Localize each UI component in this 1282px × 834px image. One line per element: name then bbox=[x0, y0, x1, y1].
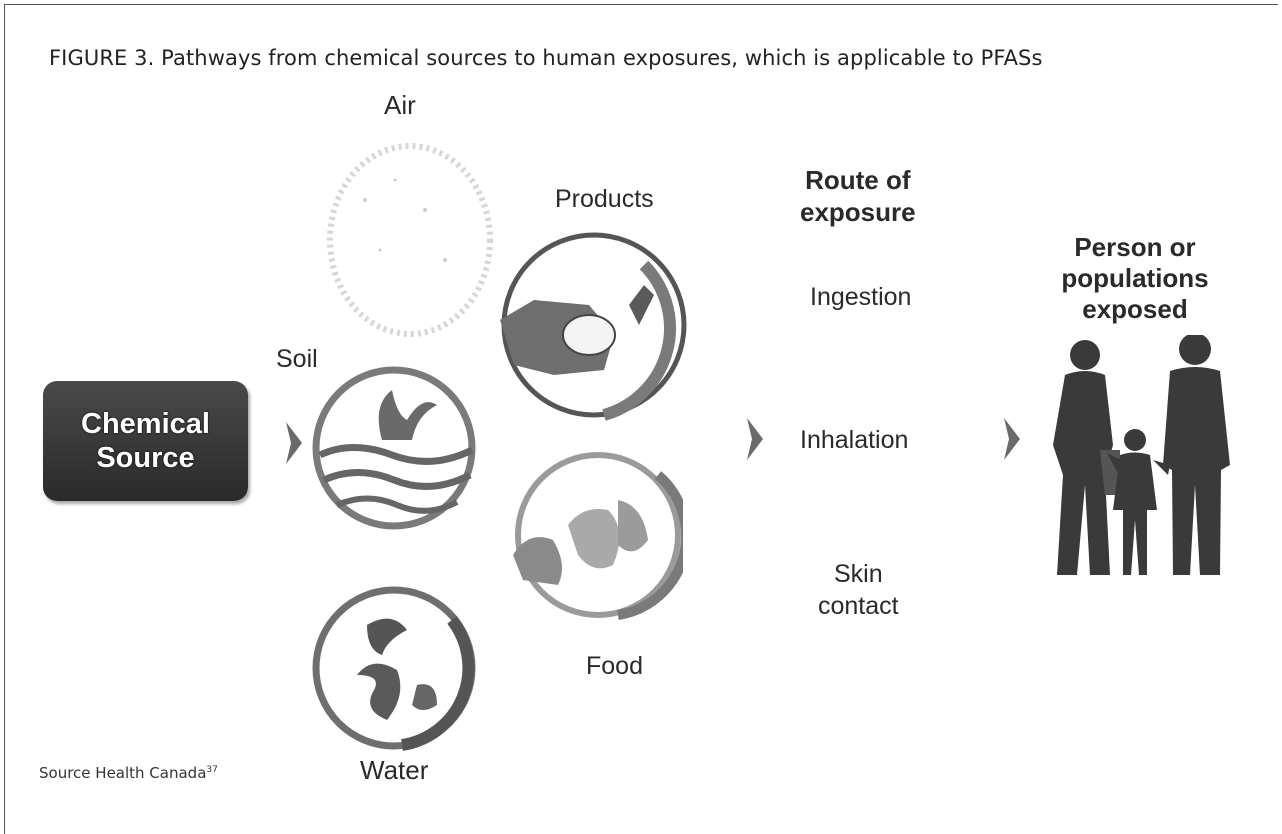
media-label-soil: Soil bbox=[276, 345, 318, 374]
source-note-superscript: 37 bbox=[206, 765, 217, 775]
route-heading: Route of exposure bbox=[800, 164, 916, 228]
route-inhalation: Inhalation bbox=[800, 426, 908, 455]
route-skin-line1: Skin bbox=[818, 558, 899, 590]
exposed-line1: Person or bbox=[1025, 232, 1245, 263]
route-heading-line2: exposure bbox=[800, 196, 916, 228]
family-silhouette-icon bbox=[1035, 335, 1235, 580]
air-circle-icon bbox=[325, 140, 495, 340]
media-label-water: Water bbox=[360, 755, 428, 786]
route-skin-line2: contact bbox=[818, 590, 899, 622]
chemical-source-line2: Source bbox=[71, 441, 221, 475]
exposed-line2: populations bbox=[1025, 263, 1245, 294]
figure-caption: FIGURE 3. Pathways from chemical sources… bbox=[49, 46, 1043, 70]
products-circle-icon bbox=[494, 225, 689, 425]
arrow-right-icon bbox=[1002, 414, 1022, 464]
exposed-line3: exposed bbox=[1025, 294, 1245, 325]
food-circle-icon bbox=[508, 445, 683, 625]
arrow-right-icon bbox=[284, 418, 304, 468]
arrow-right-icon bbox=[745, 414, 765, 464]
chemical-source-box: Chemical Source bbox=[43, 381, 248, 501]
chemical-source-label: Chemical Source bbox=[71, 407, 221, 475]
media-label-air: Air bbox=[384, 90, 416, 121]
route-skin-contact: Skin contact bbox=[818, 558, 899, 622]
chemical-source-line1: Chemical bbox=[71, 407, 221, 441]
media-label-food: Food bbox=[586, 652, 643, 681]
route-heading-line1: Route of bbox=[800, 164, 916, 196]
exposed-heading: Person or populations exposed bbox=[1025, 232, 1245, 325]
water-circle-icon bbox=[312, 580, 477, 755]
route-ingestion: Ingestion bbox=[810, 283, 911, 312]
media-label-products: Products bbox=[555, 185, 654, 214]
source-note-text: Source Health Canada bbox=[39, 764, 206, 782]
source-note: Source Health Canada37 bbox=[39, 764, 218, 782]
soil-circle-icon bbox=[312, 360, 477, 535]
